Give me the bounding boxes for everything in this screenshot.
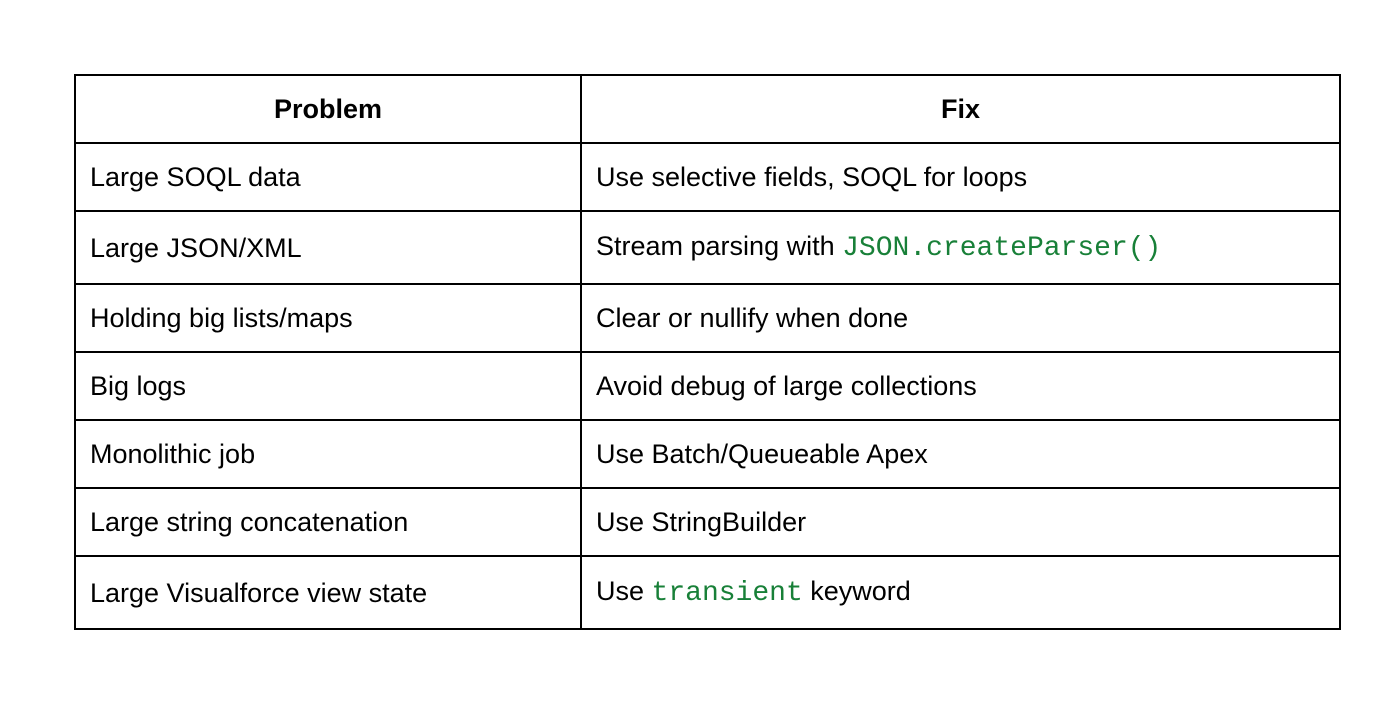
fix-cell: Avoid debug of large collections bbox=[580, 351, 1341, 421]
table-body: Large SOQL data Use selective fields, SOQ… bbox=[74, 142, 1341, 630]
fix-text: Use selective fields, SOQL for loops bbox=[596, 162, 1028, 192]
code-snippet: transient bbox=[651, 578, 803, 609]
fix-text: keyword bbox=[802, 576, 911, 606]
table-row: Big logs Avoid debug of large collections bbox=[74, 351, 1341, 421]
problem-cell: Monolithic job bbox=[74, 419, 582, 489]
header-fix: Fix bbox=[580, 74, 1341, 144]
fix-text: Avoid debug of large collections bbox=[596, 371, 977, 401]
header-problem: Problem bbox=[74, 74, 582, 144]
fix-text: Clear or nullify when done bbox=[596, 303, 909, 333]
problem-cell: Large Visualforce view state bbox=[74, 555, 582, 630]
fix-cell: Use StringBuilder bbox=[580, 487, 1341, 557]
fix-cell: Use transient keyword bbox=[580, 555, 1341, 630]
table-row: Monolithic job Use Batch/Queueable Apex bbox=[74, 419, 1341, 489]
problem-cell: Holding big lists/maps bbox=[74, 283, 582, 353]
table-row: Large SOQL data Use selective fields, SOQ… bbox=[74, 142, 1341, 212]
fix-cell: Use Batch/Queueable Apex bbox=[580, 419, 1341, 489]
fix-cell: Clear or nullify when done bbox=[580, 283, 1341, 353]
problem-cell: Large JSON/XML bbox=[74, 210, 582, 285]
code-snippet: JSON.createParser() bbox=[842, 233, 1162, 264]
table-header-row: Problem Fix bbox=[74, 74, 1341, 144]
fix-cell: Stream parsing with JSON.createParser() bbox=[580, 210, 1341, 285]
table-row: Large string concatenation Use StringBuil… bbox=[74, 487, 1341, 557]
fix-text: Stream parsing with bbox=[596, 231, 843, 261]
table-row: Holding big lists/maps Clear or nullify w… bbox=[74, 283, 1341, 353]
fix-text: Use StringBuilder bbox=[596, 507, 807, 537]
fix-text: Use bbox=[596, 576, 652, 606]
problem-cell: Large SOQL data bbox=[74, 142, 582, 212]
fix-text: Use Batch/Queueable Apex bbox=[596, 439, 928, 469]
problem-cell: Big logs bbox=[74, 351, 582, 421]
problem-cell: Large string concatenation bbox=[74, 487, 582, 557]
fix-cell: Use selective fields, SOQL for loops bbox=[580, 142, 1341, 212]
problem-fix-table: Problem Fix Large SOQL data Use selective… bbox=[74, 74, 1341, 630]
